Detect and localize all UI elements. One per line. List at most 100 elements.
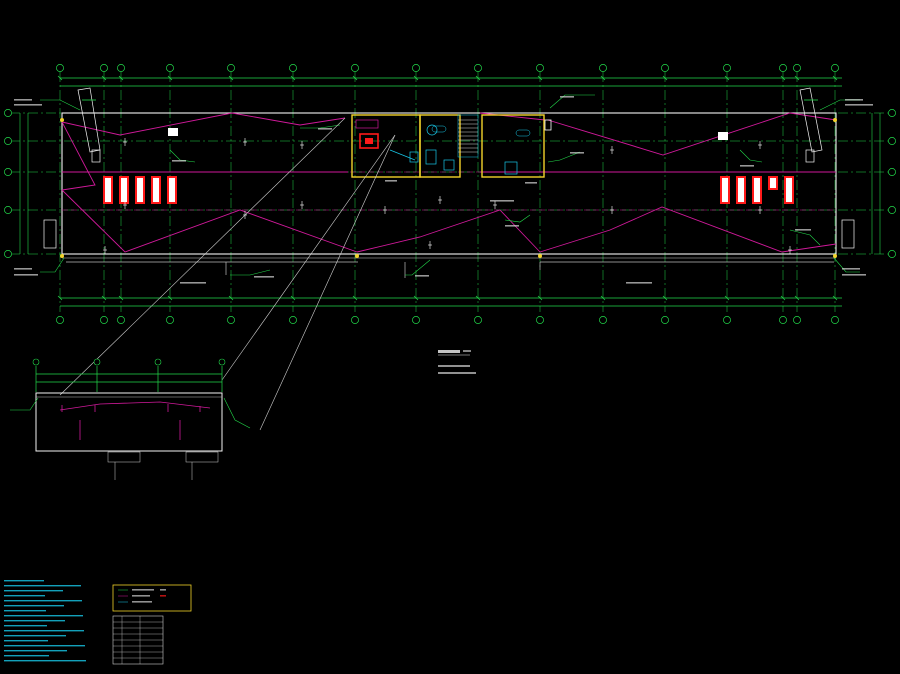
- annotation-text-mark: [570, 152, 584, 154]
- annotation-text-mark: [740, 165, 754, 167]
- note-line: [4, 610, 46, 612]
- note-line: [4, 600, 82, 602]
- grid-bubble-right: [888, 206, 896, 214]
- grid-bubble-bottom: [56, 316, 64, 324]
- top-dimension-chain: [60, 77, 842, 307]
- note-line: [4, 635, 66, 637]
- sprinkler-pipe-network: [61, 112, 837, 253]
- dim-tick: [118, 75, 124, 81]
- dim-tick: [167, 75, 173, 81]
- grid-bubble: [154, 358, 162, 366]
- note-line: [4, 650, 67, 652]
- hose-cabinet-group-left[interactable]: [103, 128, 178, 204]
- annotation-marks: [14, 96, 873, 284]
- grid-bubble-bottom: [289, 316, 297, 324]
- grid-bubble-top: [536, 64, 544, 72]
- grid-bubble-top: [599, 64, 607, 72]
- grid-bubble-top: [723, 64, 731, 72]
- grid-bubble-bottom: [474, 316, 482, 324]
- grid-bubble-bottom: [227, 316, 235, 324]
- dim-tick: [290, 75, 296, 81]
- dim-tick: [475, 75, 481, 81]
- dim-tick: [600, 75, 606, 81]
- dim-tick: [57, 295, 63, 301]
- note-line: [4, 580, 44, 582]
- vertical-grid-lines: [56, 64, 839, 324]
- grid-bubble-top: [166, 64, 174, 72]
- sprinkler-heads: [60, 118, 837, 258]
- annotation-text-mark: [490, 200, 514, 202]
- general-notes-text-block: [4, 580, 86, 662]
- annotation-text-mark: [505, 225, 519, 227]
- dim-tick: [57, 75, 63, 81]
- grid-bubble-bottom: [831, 316, 839, 324]
- dim-tick: [832, 295, 838, 301]
- hose-cabinet-group-right[interactable]: [544, 119, 794, 204]
- annotation-text-mark: [14, 274, 38, 276]
- grid-bubble-right: [888, 168, 896, 176]
- annotation-text-mark: [172, 160, 186, 162]
- grid-bubble-top: [117, 64, 125, 72]
- dim-tick: [118, 295, 124, 301]
- dim-tick: [662, 295, 668, 301]
- dim-tick: [413, 75, 419, 81]
- grid-bubble-left: [4, 109, 12, 117]
- grid-bubble-bottom: [100, 316, 108, 324]
- annotation-text-mark: [14, 99, 32, 101]
- white-marker: [168, 128, 178, 136]
- white-marker: [544, 119, 552, 131]
- legend-box[interactable]: [112, 584, 192, 612]
- dim-tick: [600, 295, 606, 301]
- annotation-text-mark: [180, 282, 206, 284]
- grid-bubble-bottom: [599, 316, 607, 324]
- red-box-icon: [768, 176, 778, 190]
- grid-bubble: [93, 358, 101, 366]
- grid-bubble-bottom: [779, 316, 787, 324]
- note-line: [4, 645, 85, 647]
- annotation-text-mark: [14, 268, 32, 270]
- pump-room-block[interactable]: [351, 114, 545, 178]
- grid-bubble-top: [831, 64, 839, 72]
- grid-bubble-left: [4, 250, 12, 258]
- annotation-text-mark: [842, 268, 860, 270]
- grid-bubble-bottom: [166, 316, 174, 324]
- annotation-text-mark: [254, 276, 274, 278]
- grid-bubble-bottom: [536, 316, 544, 324]
- note-line: [4, 625, 47, 627]
- dim-tick: [794, 295, 800, 301]
- dim-tick: [413, 295, 419, 301]
- dim-tick: [475, 295, 481, 301]
- grid-bubble-right: [888, 137, 896, 145]
- column-node: [833, 118, 837, 122]
- corner-risers: [43, 87, 855, 249]
- column-node: [60, 254, 64, 258]
- dim-tick: [352, 75, 358, 81]
- red-box-icon: [167, 176, 177, 204]
- dim-tick: [794, 75, 800, 81]
- grid-bubble: [218, 358, 226, 366]
- grid-bubble-top: [793, 64, 801, 72]
- grid-bubble-bottom: [793, 316, 801, 324]
- column-node: [833, 254, 837, 258]
- dim-tick: [832, 75, 838, 81]
- detail-plan[interactable]: [10, 358, 251, 480]
- grid-bubble-bottom: [661, 316, 669, 324]
- annotation-text-mark: [525, 182, 537, 184]
- dim-tick: [537, 75, 543, 81]
- grid-bubble-top: [412, 64, 420, 72]
- pump-red-square-icon[interactable]: [359, 133, 379, 149]
- note-line: [4, 585, 81, 587]
- annotation-text-mark: [795, 229, 811, 231]
- grid-bubble-left: [4, 168, 12, 176]
- grid-bubble-top: [56, 64, 64, 72]
- grid-bubble-top: [661, 64, 669, 72]
- dim-tick: [537, 295, 543, 301]
- grid-bubble-right: [888, 250, 896, 258]
- grid-bubble-right: [888, 109, 896, 117]
- equipment-schedule-table[interactable]: [112, 615, 164, 665]
- dim-tick: [228, 75, 234, 81]
- red-box-icon: [151, 176, 161, 204]
- note-line: [4, 620, 65, 622]
- dim-tick: [724, 295, 730, 301]
